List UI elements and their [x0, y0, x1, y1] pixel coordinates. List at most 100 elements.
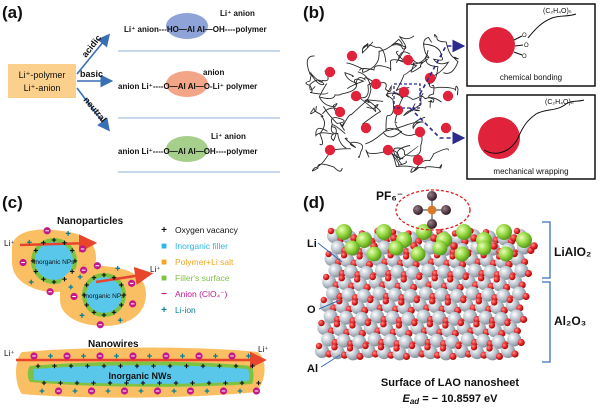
filler-particle: [346, 50, 358, 62]
o-atom: [354, 276, 361, 283]
polymer-chain: [383, 94, 403, 138]
o-atom: [424, 344, 431, 351]
filler-particle: [412, 154, 424, 166]
al-pointer: [320, 354, 341, 368]
o-atom: [350, 234, 358, 242]
filler-particle: [324, 66, 336, 78]
o-atom: [457, 319, 465, 327]
li-atom: [388, 240, 404, 256]
pf6-molecule: [413, 191, 451, 229]
o-atom: [369, 273, 376, 281]
legend-symbol: ■: [161, 273, 167, 284]
polymer-chain: [359, 50, 406, 71]
o-atom: [349, 322, 356, 329]
polymer-chain: [310, 105, 325, 146]
nanoparticles-title: Nanoparticles: [57, 216, 124, 227]
o-atom: [430, 234, 438, 242]
o-atom: [331, 344, 338, 351]
o-atom: [522, 292, 530, 301]
o-atom: [402, 253, 410, 260]
o-atom: [315, 342, 323, 350]
mechanical-wrapping-label: mechanical wrapping: [493, 167, 568, 176]
legend: +Oxygen vacancy■Inorganic filler■Polymer…: [161, 225, 239, 316]
atom-slab: [315, 224, 538, 361]
caption-energy: Ead = − 10.8597 eV: [403, 393, 499, 406]
o-atom: [460, 296, 467, 304]
atom-label-al: Al: [307, 363, 318, 375]
pf6-p-center: [427, 205, 437, 215]
filler-particle: [350, 90, 362, 102]
atom-label-o: O: [307, 304, 316, 316]
polymer-chain: [395, 51, 418, 92]
li-atom: [516, 232, 532, 248]
o-atom: [431, 275, 438, 282]
li-atom: [456, 224, 472, 240]
branch-basic-label: basic: [80, 69, 103, 79]
o-atom: [402, 352, 411, 360]
polymer-chain: [361, 41, 387, 63]
filler-particle: [440, 122, 452, 134]
o-atom: [411, 319, 418, 327]
o-atom: [524, 269, 533, 278]
np2-inorganic-core: [86, 277, 122, 313]
o-atom: [442, 322, 449, 329]
legend-label: Li-ion: [175, 305, 196, 315]
li-atom: [410, 246, 426, 262]
li-atom: [336, 224, 352, 240]
li-atom: [376, 224, 392, 240]
legend-label: Anion (ClO₄⁻): [175, 289, 228, 299]
polymer-chain: [403, 95, 442, 116]
o-atom: [351, 299, 358, 306]
pf6-highlight: [395, 189, 471, 231]
o-atom: [530, 242, 538, 250]
pf6-f-right: [441, 205, 451, 215]
li-atom: [476, 240, 492, 256]
o-atom: [444, 299, 451, 306]
o-atom: [323, 273, 330, 281]
o-atom: [470, 344, 478, 351]
o-atom: [506, 296, 513, 304]
o-atom: [364, 319, 372, 327]
panel-d: (d) PF₆⁻ Li O Al LiAlO₂ Al₂O₃ Surface of…: [303, 189, 591, 406]
caption-energy-value: = − 10.8597 eV: [419, 393, 498, 405]
basic-ellipse: [166, 71, 208, 97]
li-atom: [366, 246, 382, 262]
filler-particle: [402, 54, 414, 66]
pf6-f-left: [413, 205, 423, 215]
filler-particle: [334, 106, 346, 118]
o-atom: [333, 321, 341, 328]
polymer-chain: [344, 137, 364, 159]
o-atom: [475, 298, 482, 305]
o-atom: [509, 273, 516, 281]
o-atom: [510, 234, 518, 242]
bonding-formula: (C₂H₄O)ₙ: [543, 8, 572, 15]
o-atom: [449, 253, 456, 260]
legend-label: Inorganic filler: [175, 241, 228, 251]
o-atom: [356, 352, 364, 360]
legend-symbol: +: [161, 305, 167, 316]
bracket-bottom: [542, 281, 551, 363]
o-atom: [336, 298, 343, 305]
bond-1: [513, 35, 523, 41]
polymer-chain: [390, 35, 415, 63]
np-li-arrow-1: [19, 234, 98, 253]
pf6-f-top: [427, 191, 437, 201]
o-atom: [462, 273, 469, 281]
filler-particle: [370, 78, 382, 90]
o-atom: [385, 275, 392, 282]
caption-energy-symbol: E: [403, 393, 411, 405]
li-atom: [454, 246, 470, 262]
neutral-row-text: anion Li⁺----O—Al Al—OH----polymer: [118, 147, 257, 156]
polymer-chain: [391, 145, 411, 166]
legend-symbol: +: [161, 225, 167, 236]
legend-symbol: ■: [161, 257, 167, 268]
o-atom: [495, 352, 504, 360]
caption-line-1: Surface of LAO nanosheet: [381, 377, 519, 389]
pf6-label: PF₆⁻: [376, 189, 403, 203]
o-atom: [517, 338, 525, 347]
o-atom: [408, 342, 416, 350]
filler-particle: [398, 86, 410, 98]
o-atom: [470, 234, 478, 242]
polymer-chain: [390, 152, 443, 169]
o-atom: [447, 276, 454, 283]
